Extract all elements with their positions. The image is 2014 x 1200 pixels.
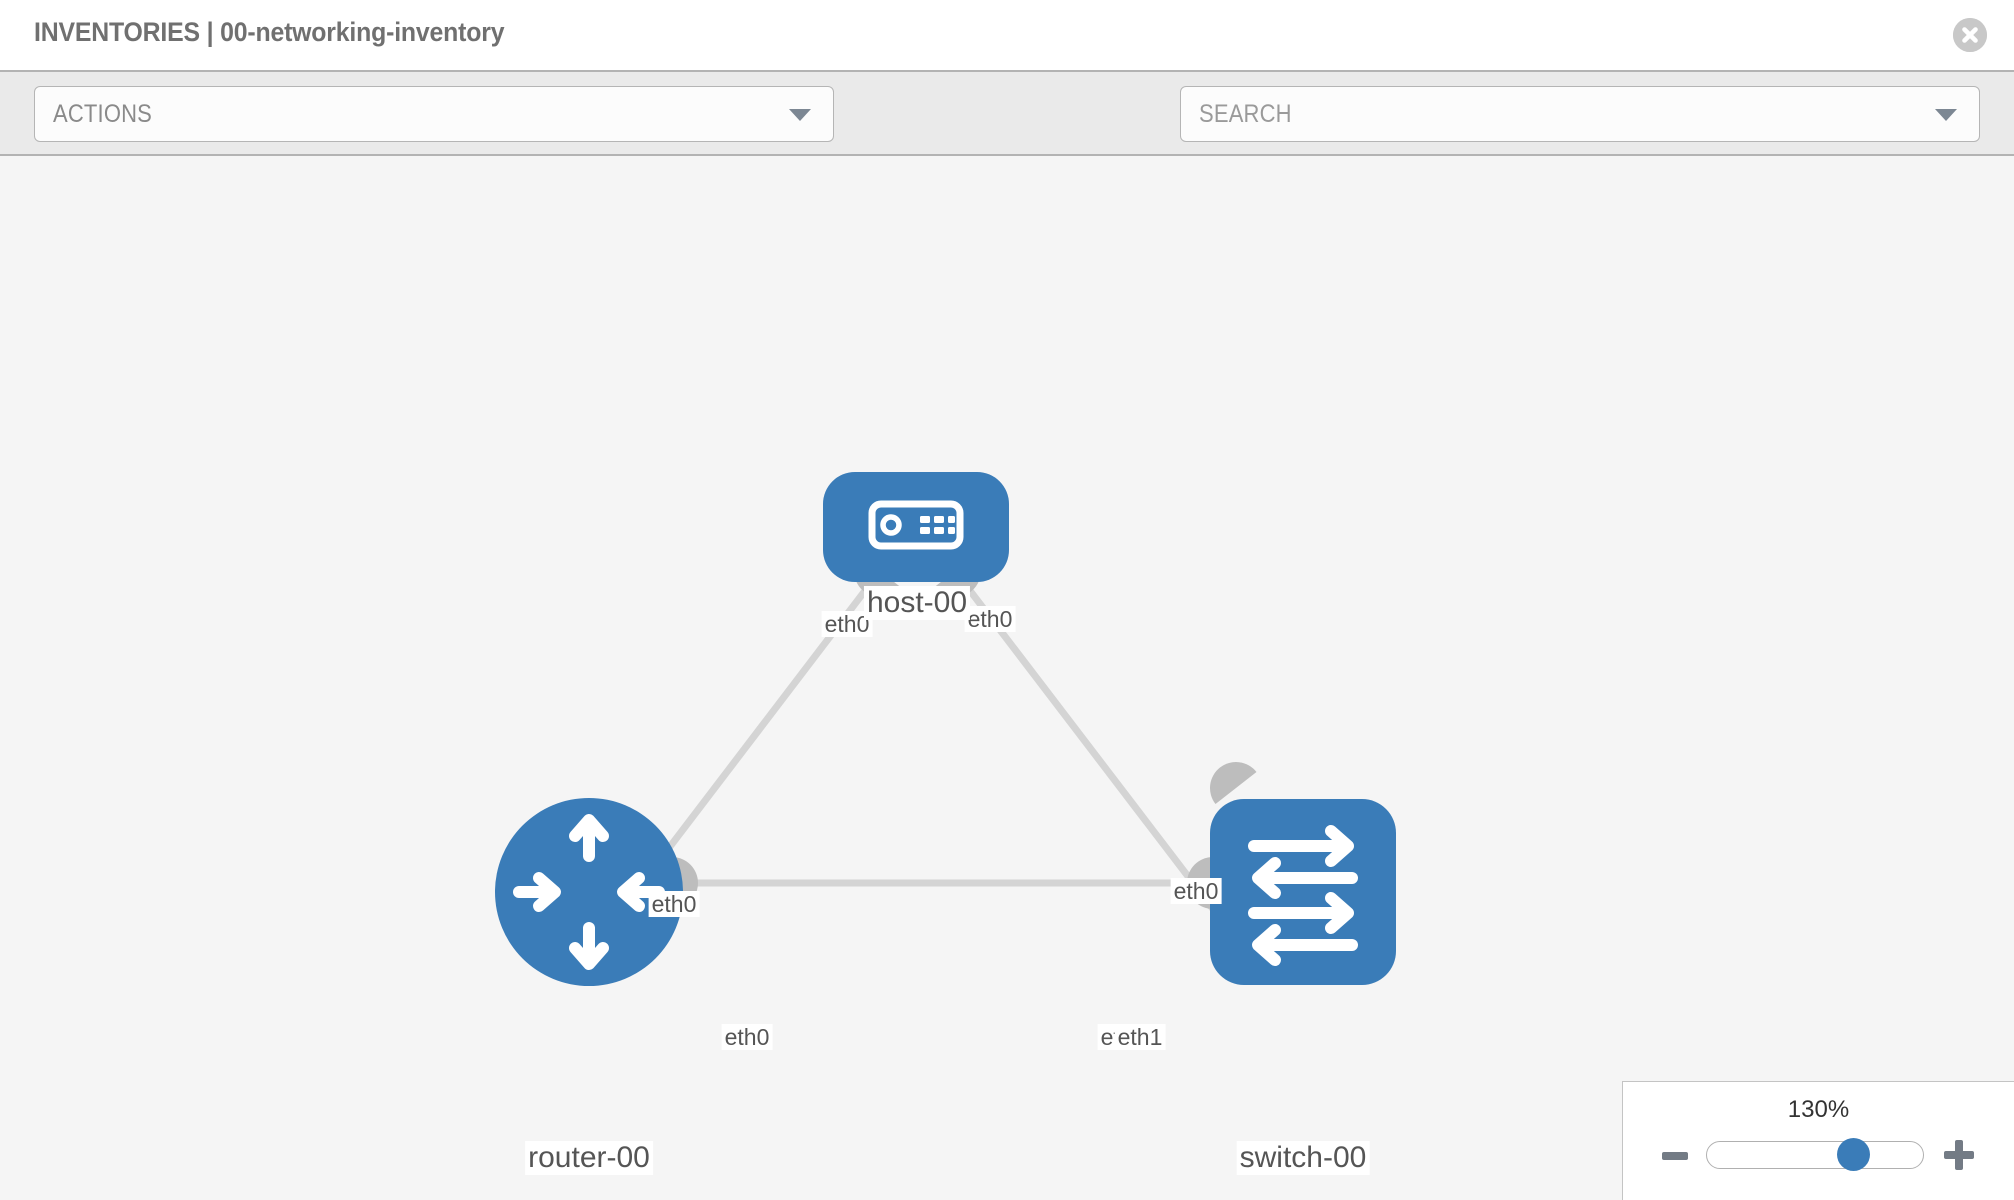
edge-label-eth0: eth0	[821, 611, 873, 638]
topology-canvas[interactable]: eth0 eth0 eth0 eth0 eth0 eth0 eth1 host-…	[0, 156, 2014, 1200]
search-input[interactable]: SEARCH	[1180, 86, 1980, 142]
zoom-level-label: 130%	[1787, 1096, 1850, 1123]
edge-label-eth0: eth0	[964, 606, 1016, 633]
zoom-slider[interactable]	[1706, 1138, 1924, 1171]
minus-icon	[1662, 1152, 1688, 1160]
node-switch-00[interactable]	[1210, 799, 1396, 985]
page-title: INVENTORIES | 00-networking-inventory	[34, 17, 505, 47]
edge-label-eth0: eth0	[721, 1024, 773, 1051]
actions-dropdown-label: ACTIONS	[53, 100, 153, 128]
chevron-down-icon	[1935, 109, 1957, 121]
zoom-in-button[interactable]	[1942, 1138, 1976, 1172]
zoom-slider-thumb[interactable]	[1837, 1138, 1870, 1171]
actions-dropdown[interactable]: ACTIONS	[34, 86, 834, 142]
server-appliance-icon	[868, 500, 964, 550]
node-label-router-00: router-00	[525, 1141, 653, 1175]
node-router-00[interactable]	[495, 798, 683, 986]
switch-arrows-icon	[1248, 825, 1358, 966]
node-label-switch-00: switch-00	[1236, 1141, 1370, 1175]
zoom-control-panel: 130%	[1622, 1081, 2014, 1200]
app-header: INVENTORIES | 00-networking-inventory	[0, 0, 2014, 70]
topology-graph	[495, 472, 1396, 986]
edge-label-eth1: eth1	[1114, 1024, 1166, 1051]
zoom-slider-track	[1706, 1141, 1924, 1169]
close-icon	[1953, 18, 1987, 52]
edge-label-eth0: eth0	[1170, 878, 1222, 905]
node-host-00[interactable]	[823, 472, 1009, 582]
zoom-out-button[interactable]	[1660, 1141, 1690, 1171]
chevron-down-icon	[789, 109, 811, 121]
topology-edges	[637, 568, 1235, 937]
toolbar: ACTIONS SEARCH	[0, 70, 2014, 203]
search-placeholder: SEARCH	[1199, 100, 1292, 128]
connector-switch00-upper	[1210, 762, 1257, 805]
close-button[interactable]	[1953, 18, 1987, 52]
node-label-host-00: host-00	[863, 586, 971, 620]
edge-label-eth0: eth0	[648, 891, 700, 918]
router-arrows-icon	[513, 814, 665, 970]
plus-icon	[1944, 1140, 1974, 1170]
